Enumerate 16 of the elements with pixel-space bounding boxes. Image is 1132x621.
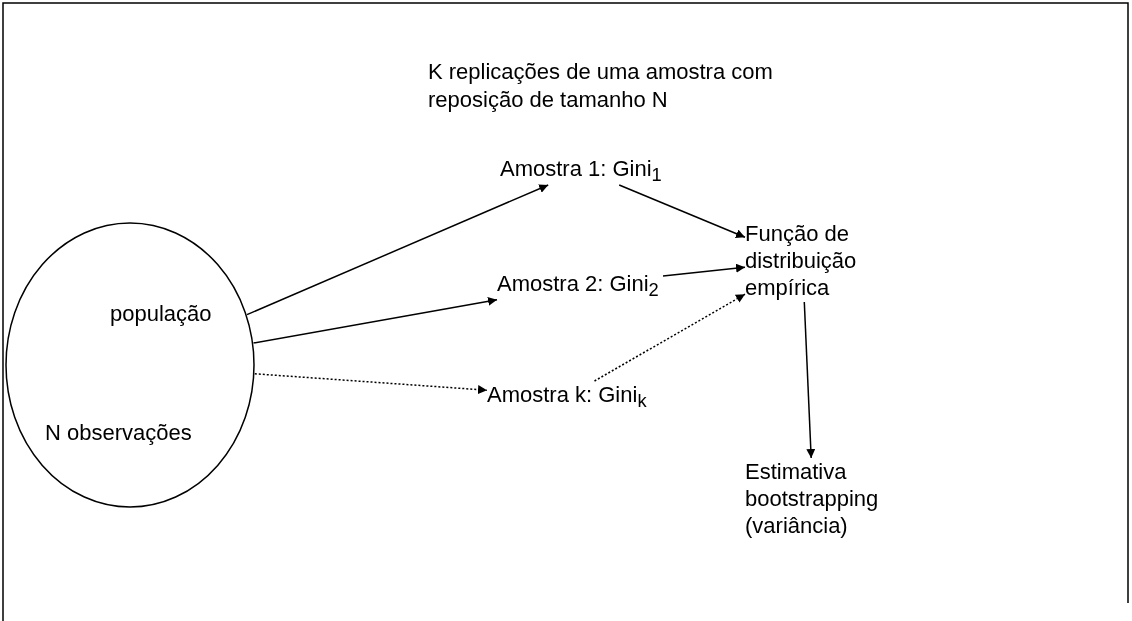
population-ellipse bbox=[5, 222, 255, 508]
arrow bbox=[803, 301, 816, 459]
arrow bbox=[246, 184, 549, 316]
node-text: N observações bbox=[45, 419, 192, 446]
arrow bbox=[662, 263, 746, 277]
arrow bbox=[254, 373, 488, 395]
node-text: população bbox=[110, 300, 212, 327]
arrow bbox=[593, 293, 746, 382]
node-text: Amostra k: Gini$_{k}$ bbox=[487, 381, 650, 411]
note-text: K replicações de uma amostra com reposição de tamanho N bbox=[428, 58, 774, 114]
node-text: Amostra 1: Gini$_{1}$ bbox=[500, 155, 666, 185]
node-text: Função de distribuição empírica bbox=[745, 220, 860, 302]
node-text: Amostra 2: Gini$_{2}$ bbox=[497, 270, 663, 300]
arrow bbox=[252, 296, 498, 344]
node-text: Estimativa bootstrapping (variância) bbox=[745, 458, 881, 540]
arrow bbox=[618, 184, 746, 238]
